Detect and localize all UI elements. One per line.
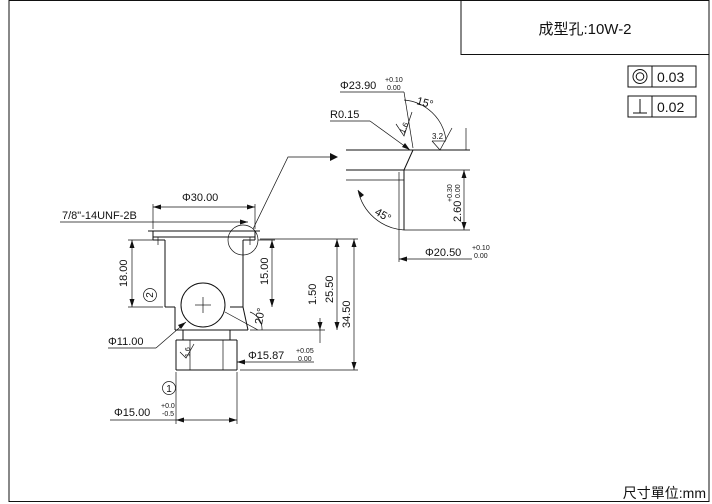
dim-thread-text: 7/8"-14UNF-2B: [62, 210, 137, 222]
dim-height-34-50-text: 34.50: [341, 300, 353, 328]
dim-height-1-50-text: 1.50: [307, 284, 319, 305]
dim-angle-15-text: 15°: [415, 95, 434, 111]
roughness-spigot: 1.6: [179, 343, 195, 359]
dim-depth-2-60: 2.60 +0.30 0.00: [404, 170, 470, 231]
dim-depth-tol-upper: +0.30: [447, 184, 454, 202]
dim-depth-2-60-text: 2.60: [452, 201, 464, 222]
dim-angle-20: 20°: [249, 307, 268, 331]
dim-height-15-text: 15.00: [259, 257, 271, 285]
dim-dia-30-text: Φ30.00: [182, 192, 218, 204]
roughness-spigot-text: 1.6: [185, 347, 192, 357]
gdt-value-perpendicularity: 0.02: [657, 99, 684, 115]
units-note: 尺寸單位:mm: [623, 485, 706, 501]
concentricity-icon: [632, 69, 648, 84]
roughness-detail-1-6-text: 1.6: [398, 120, 411, 134]
dim-dia-11: Φ11.00: [108, 321, 187, 349]
roughness-detail-1-6: 1.6: [395, 111, 413, 137]
dim-dia-23-90-tol-upper: +0.10: [385, 77, 403, 84]
dim-radius: R0.15: [330, 109, 411, 151]
dim-dia-23-90-tol-lower: 0.00: [387, 85, 401, 92]
dim-radius-text: R0.15: [330, 109, 359, 121]
dim-dia-15-87-tol-upper: +0.05: [296, 348, 314, 355]
dim-depth-tol-lower: 0.00: [455, 184, 462, 198]
sheet-border: [8, 0, 710, 502]
dim-height-25-50-text: 25.50: [324, 275, 336, 303]
dim-dia-15-87-text: Φ15.87: [248, 350, 284, 362]
balloon-1: 1: [162, 381, 176, 395]
gdt-perpendicularity-frame: 0.02: [627, 95, 697, 118]
dim-dia-15-87: Φ15.87 +0.05 0.00: [237, 348, 314, 365]
dim-dia-20-50: Φ20.50 +0.10 0.00: [398, 172, 490, 262]
dim-dia-15-87-tol-lower: 0.00: [298, 356, 312, 363]
dim-dia-11-text: Φ11.00: [108, 336, 144, 348]
dim-height-18: 18.00: [118, 239, 163, 308]
balloon-2-text: 2: [145, 292, 156, 298]
dim-height-18-text: 18.00: [118, 259, 130, 287]
gdt-value-concentricity: 0.03: [657, 69, 684, 85]
dim-dia-23-90: Φ23.90 +0.10 0.00: [340, 77, 414, 149]
dim-dia-15: Φ15.00 +0.0 -0.5: [110, 372, 238, 424]
title-text: 成型孔:10W-2: [538, 21, 631, 38]
detail-outline: [346, 149, 470, 230]
roughness-3-2: 3.2: [431, 127, 467, 151]
balloon-2: 2: [143, 288, 157, 302]
title-block: [460, 0, 710, 55]
dim-dia-20-50-text: Φ20.50: [425, 247, 461, 259]
dim-dia-15-tol-lower: -0.5: [162, 411, 174, 418]
dim-angle-45: 45°: [357, 189, 405, 231]
dim-height-stack: 1.50 25.50 34.50: [240, 238, 358, 371]
perpendicularity-icon: [633, 99, 647, 114]
dim-angle-20-text: 20°: [253, 307, 268, 325]
dim-angle-45-text: 45°: [373, 206, 393, 225]
dim-dia-20-50-tol-upper: +0.10: [472, 245, 490, 252]
roughness-3-2-text: 3.2: [432, 132, 444, 141]
dim-dia-15-text: Φ15.00: [114, 407, 150, 419]
gdt-concentricity-frame: 0.03: [627, 65, 697, 88]
dim-angle-15: 15°: [403, 95, 447, 141]
dim-height-15: 15.00: [258, 239, 275, 307]
dim-dia-15-tol-upper: +0.0: [161, 403, 175, 410]
dim-dia-23-90-text: Φ23.90: [340, 80, 376, 92]
dim-thread: 7/8"-14UNF-2B: [60, 210, 248, 225]
balloon-1-text: 1: [166, 384, 172, 395]
part-outline: [148, 230, 260, 371]
dim-dia-20-50-tol-lower: 0.00: [474, 253, 488, 260]
dim-dia-30: Φ30.00: [152, 192, 256, 229]
